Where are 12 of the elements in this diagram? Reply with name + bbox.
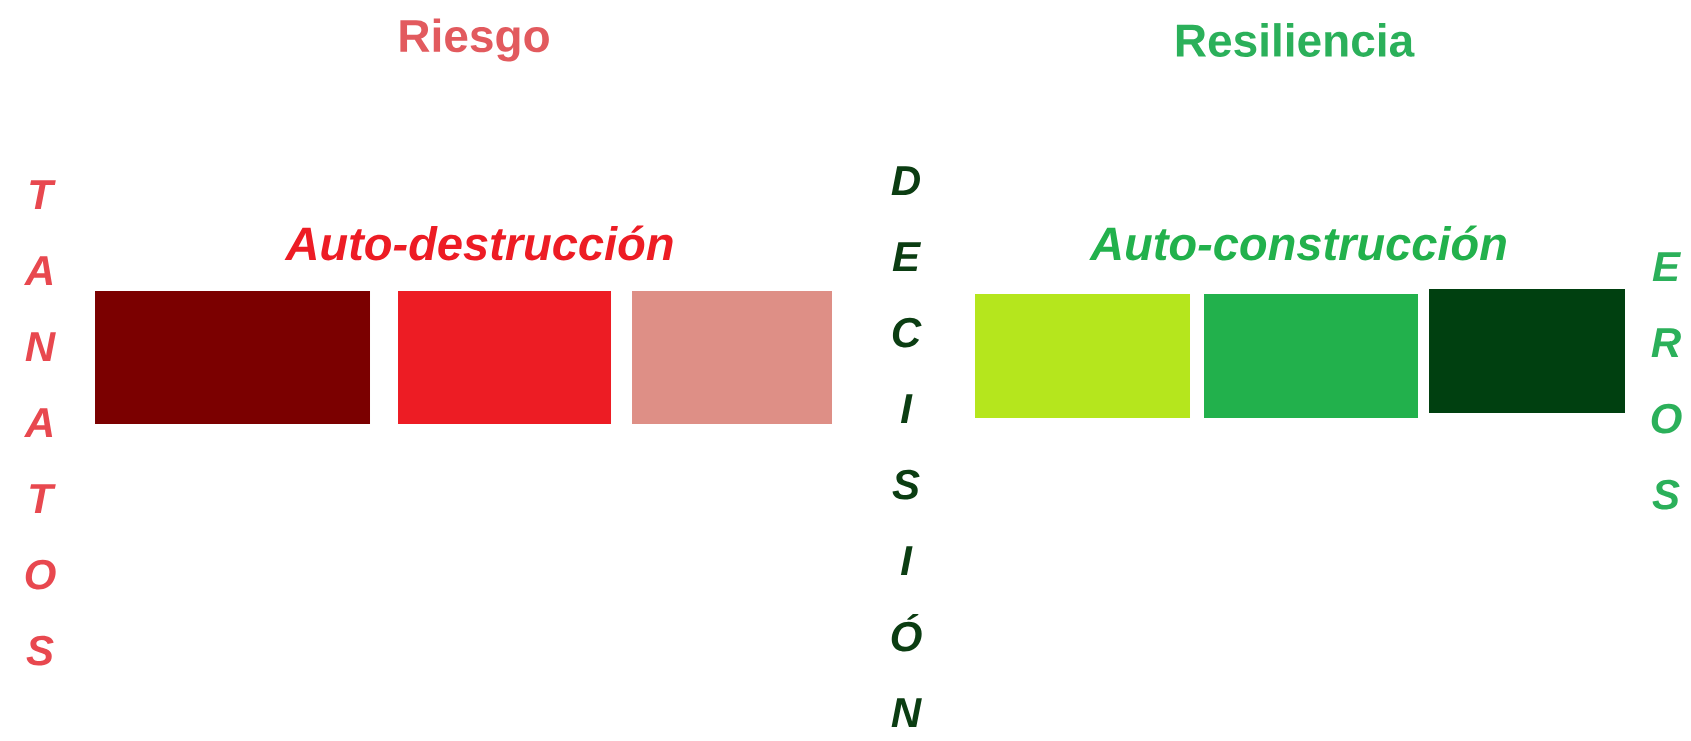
vertical-word: DECISIÓN [891,166,922,728]
color-bar [398,291,611,424]
color-bar [1204,294,1418,418]
color-bar [975,294,1190,418]
color-bar [632,291,832,424]
color-bar [1429,289,1625,413]
heading: Riesgo [400,18,549,62]
color-bar [95,291,370,424]
vertical-word: TANATOS [24,180,56,666]
heading: Resiliencia [1176,23,1415,57]
subheading: Auto-destrucción [284,225,673,261]
subheading: Auto-construcción [1089,225,1506,261]
